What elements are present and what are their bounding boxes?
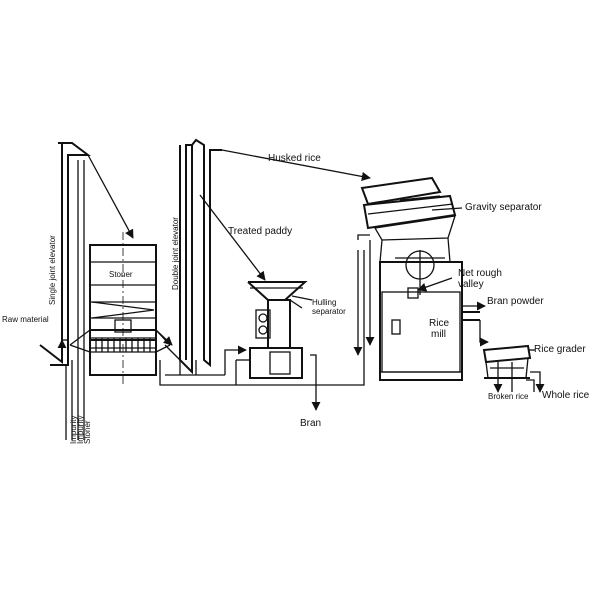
label-gravity-separator: Gravity separator	[465, 202, 542, 213]
label-impurity-2: Impurity	[76, 416, 85, 444]
label-hulling-separator-line2: separator	[312, 307, 346, 316]
label-net-rough-valley-line1: Net rough	[458, 268, 502, 279]
label-rice-grader: Rice grader	[534, 344, 586, 355]
gravity-separator-machine	[360, 176, 457, 263]
label-hulling-separator-line1: Hulling	[312, 298, 336, 307]
label-treated-paddy: Treated paddy	[228, 226, 292, 237]
rice-mill-machine	[379, 250, 480, 381]
single-joint-elevator	[39, 142, 91, 440]
label-stoner-output: Stoner	[83, 420, 92, 444]
flow-lines	[57, 149, 545, 411]
double-joint-elevator	[164, 138, 226, 376]
label-bran: Bran	[300, 418, 321, 429]
label-bran-powder: Bran powder	[487, 296, 544, 307]
label-double-joint-elevator: Double joint elevator	[171, 217, 180, 290]
stoner-machine	[69, 232, 171, 385]
label-rice-mill-line1: Rice	[429, 318, 449, 329]
label-rice-mill-line2: mill	[431, 329, 446, 340]
label-net-rough-valley-line2: valley	[458, 279, 484, 290]
diagram-labels: Raw material Single joint elevator Stone…	[2, 153, 590, 444]
label-raw-material: Raw material	[2, 315, 49, 324]
label-husked-rice: Husked rice	[268, 153, 321, 164]
label-whole-rice: Whole rice	[542, 390, 590, 401]
label-single-joint-elevator: Single joint elevator	[48, 235, 57, 305]
label-broken-rice: Broken rice	[488, 392, 529, 401]
label-stoner: Stoner	[109, 270, 133, 279]
rice-grader-machine	[482, 344, 532, 388]
hulling-separator-machine	[235, 281, 308, 385]
label-impurity-1: Impurity	[69, 416, 78, 444]
